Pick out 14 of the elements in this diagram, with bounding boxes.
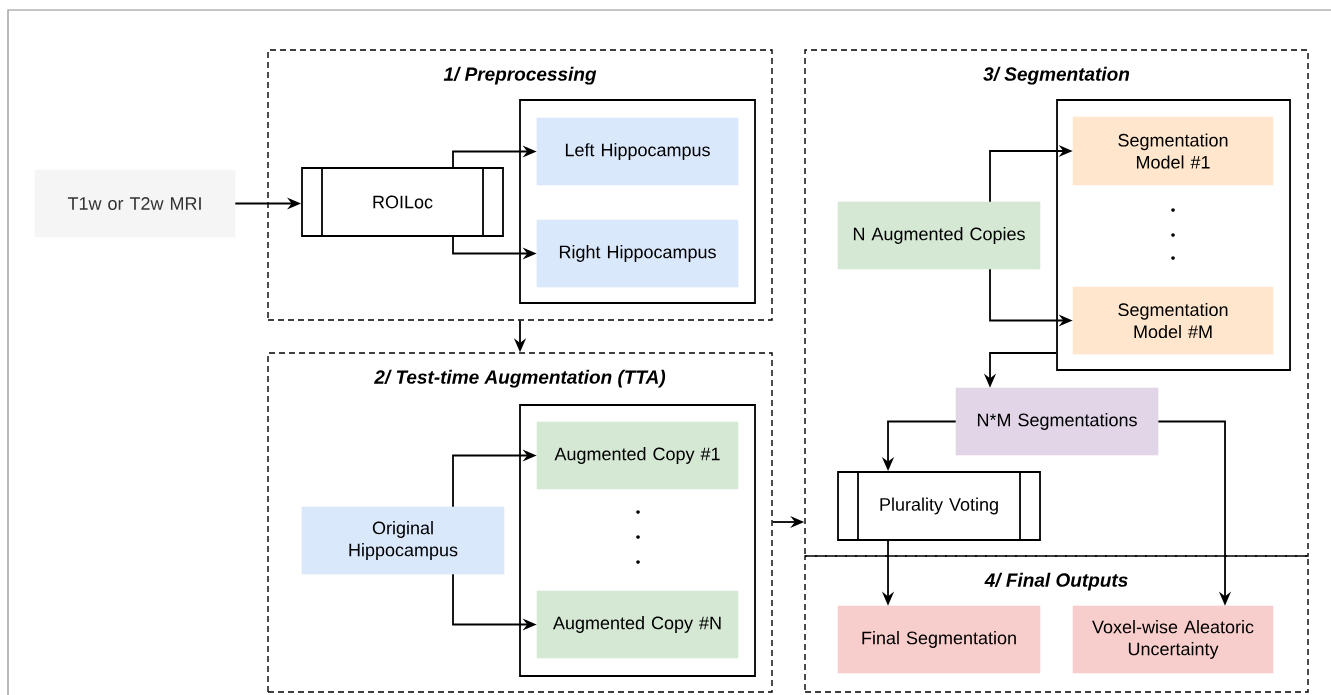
data-box: Original Hippocampus: [301, 506, 505, 575]
data-box: Right Hippocampus: [536, 219, 739, 288]
output-box: Final Segmentation: [837, 605, 1041, 674]
model-box: Segmentation Model #1: [1072, 116, 1274, 186]
process-box: Plurality Voting: [837, 471, 1041, 541]
data-box: N Augmented Copies: [837, 201, 1041, 270]
data-box: Augmented Copy #N: [536, 590, 739, 659]
data-box: Left Hippocampus: [536, 117, 739, 186]
process-box: ROILoc: [301, 167, 504, 237]
data-box: N*M Segmentations: [955, 387, 1159, 456]
model-box: Segmentation Model #M: [1072, 286, 1274, 355]
data-box: Augmented Copy #1: [536, 421, 739, 490]
output-box: Voxel-wise Aleatoric Uncertainty: [1072, 605, 1274, 674]
input-box: T1w or T2w MRI: [34, 169, 236, 238]
